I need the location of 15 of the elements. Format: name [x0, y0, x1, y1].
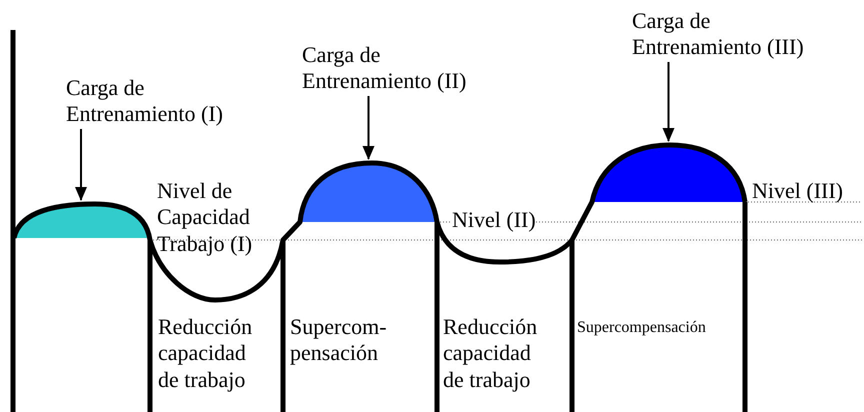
phase-label: Reducción capacidad de trabajo — [443, 314, 538, 394]
arrow — [362, 96, 374, 160]
phase-label: Supercompensación — [577, 318, 707, 338]
filled-hump — [592, 145, 745, 202]
phase-label: Reducción capacidad de trabajo — [158, 314, 254, 394]
load-label: Carga de Entrenamiento (III) — [632, 8, 832, 61]
arrow — [662, 62, 674, 142]
load-label: Carga de Entrenamiento (II) — [302, 42, 512, 95]
level-label: Nivel de Capacidad Trabajo (I) — [157, 178, 254, 258]
filled-hump — [300, 163, 437, 222]
phase-label: Supercom- pensación — [290, 314, 388, 367]
filled-hump — [14, 204, 148, 238]
load-label: Carga de Entrenamiento (I) — [66, 75, 261, 128]
arrow — [75, 129, 87, 201]
level-label: Nivel (III) — [752, 178, 844, 204]
